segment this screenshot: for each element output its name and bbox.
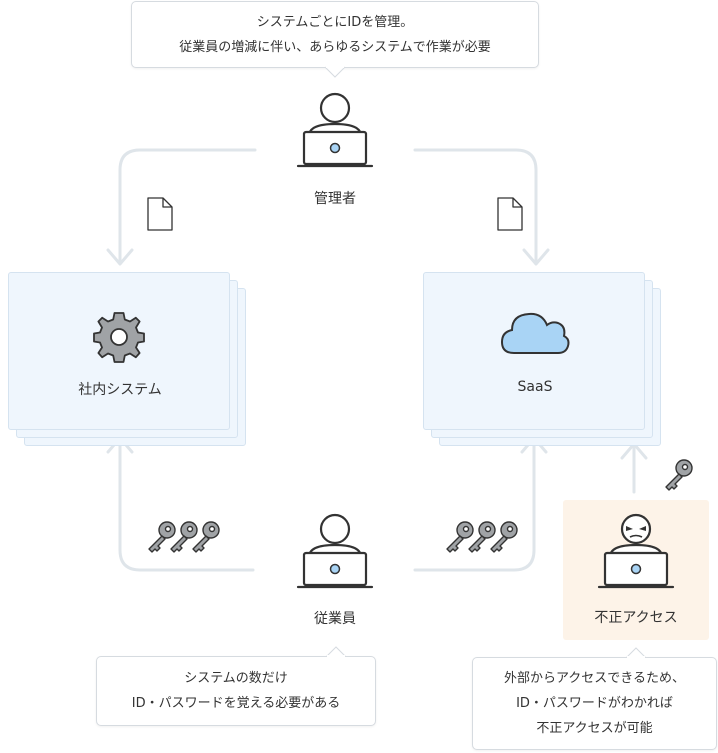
key-icon [446,521,474,553]
employee-label: 従業員 [314,611,356,627]
key-icon [148,521,176,553]
key-icon [170,521,198,553]
document-icon [497,197,523,231]
saas-label: SaaS [517,379,553,395]
keys-right-group [446,521,518,553]
internal-system-label: 社内システム [78,382,162,398]
key-icon [192,521,220,553]
admin-note-line1: システムごとにIDを管理。 [256,14,414,30]
admin-label: 管理者 [314,191,356,207]
gear-icon [93,312,145,363]
key-icon [665,459,693,491]
fraud-label: 不正アクセス [594,610,678,626]
admin-bubble-tail [324,66,346,78]
keys-left-group [148,521,220,553]
key-icon [468,521,496,553]
fraud-note-bubble: 外部からアクセスできるため、 ID・パスワードがわかれば 不正アクセスが可能 [472,657,717,750]
masked-person-with-laptop-icon [597,513,675,589]
cloud-icon [500,312,570,354]
fraud-note-line3: 不正アクセスが可能 [536,721,653,736]
admin-person-icon [296,92,374,168]
fraud-note-line2: ID・パスワードがわかれば [516,696,673,711]
employee-person-icon [296,513,374,589]
employee-note-line1: システムの数だけ [184,671,288,686]
employee-note-line2: ID・パスワードを覚える必要がある [131,696,341,711]
saas-card: SaaS [423,272,645,430]
key-icon [490,521,518,553]
document-icon [147,197,173,231]
admin-note-bubble: システムごとにIDを管理。 従業員の増減に伴い、あらゆるシステムで作業が必要 [131,1,539,68]
fraud-bubble-tail-cover [627,656,645,659]
admin-note-line2: 従業員の増減に伴い、あらゆるシステムで作業が必要 [179,39,491,55]
fraud-note-line1: 外部からアクセスできるため、 [503,671,686,686]
employee-bubble-tail-cover [327,655,345,658]
fraud-bubble-tail [625,647,647,659]
internal-system-card: 社内システム [8,272,230,430]
employee-note-bubble: システムの数だけ ID・パスワードを覚える必要がある [96,656,376,726]
fraud-access-box: 不正アクセス [563,500,709,640]
